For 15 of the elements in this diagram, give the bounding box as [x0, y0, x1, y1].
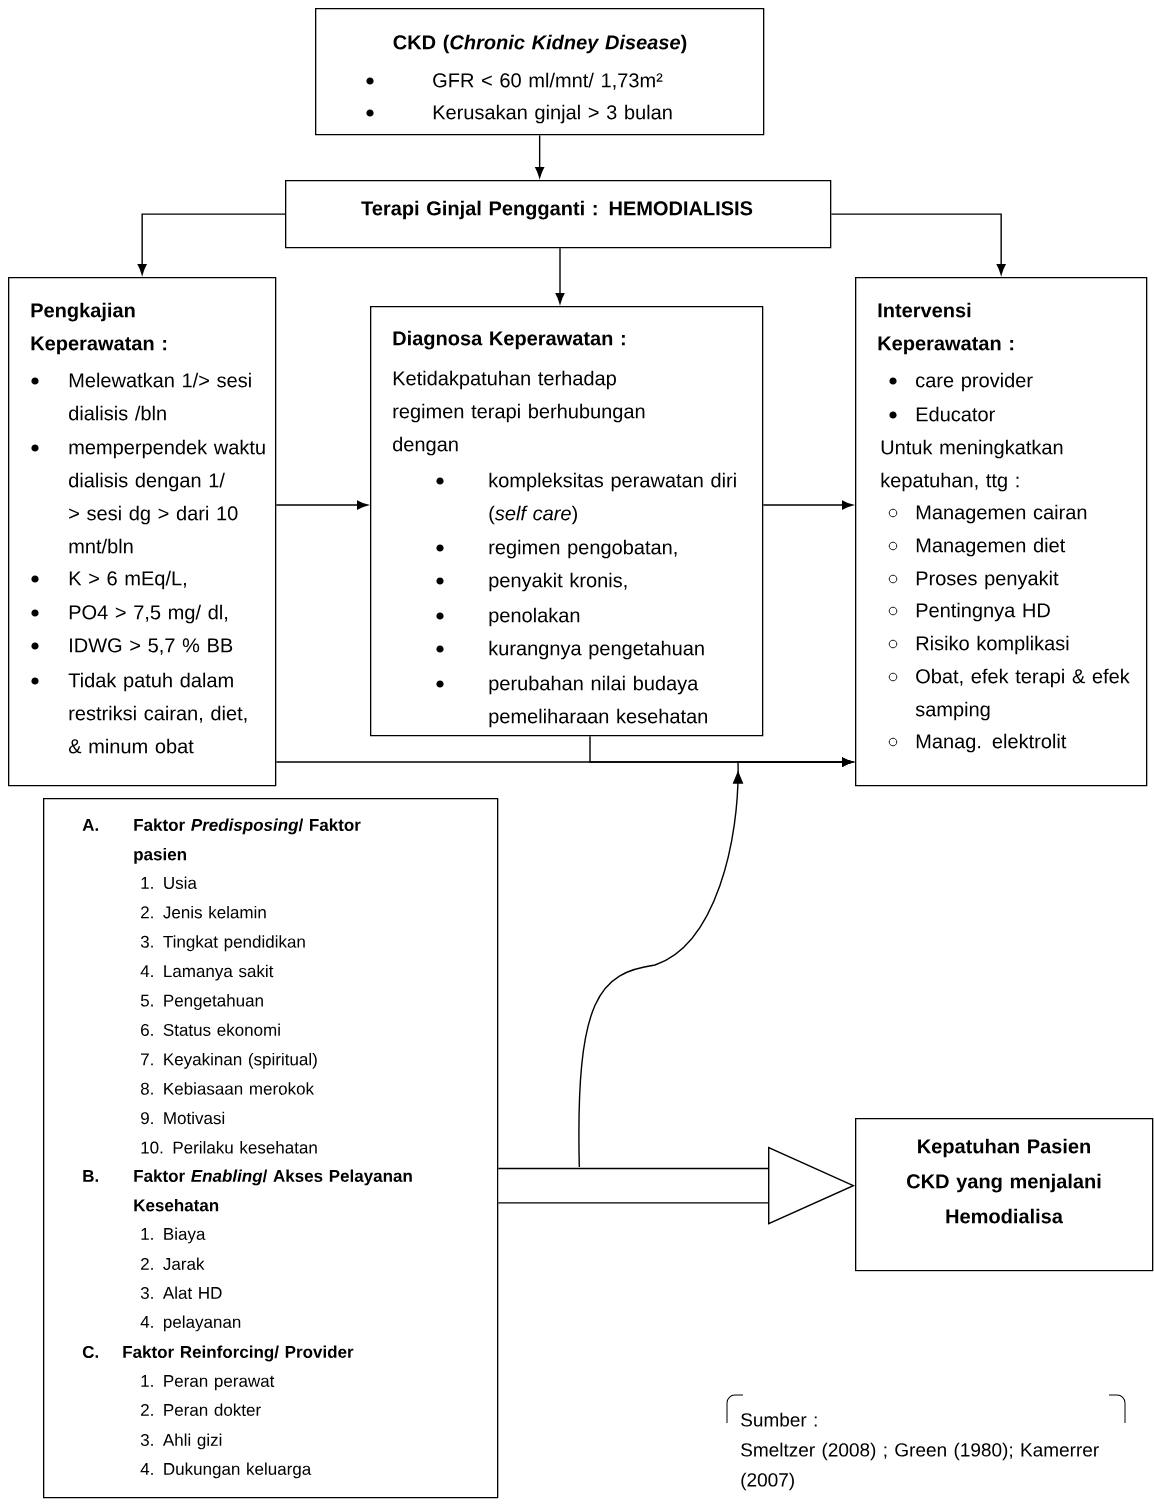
arrow	[555, 247, 565, 304]
arrow	[137, 213, 286, 275]
curved-arrow	[578, 757, 853, 1168]
arrow	[762, 500, 853, 510]
process-box: Terapi Ginjal Pengganti : HEMODIALISIS	[285, 180, 832, 249]
factor-box: A. Faktor Predisposing/ Faktor pasien 1. Usia 2. Jenis kelamin 3. Tingkat pendidikan 4. Lamanya sakit 5. Pengetahuan 6. Status ekonomi 7. Keyakinan (spiritual) 8. Kebiasaan merokok 9. Motivasi 10. Perilaku kesehatan B. Faktor Enabling/ Akses Pelayanan Kesehatan 1. Biaya 2. Jarak 3. Alat HD 4. pelayanan C. Faktor Reinforcing/ Provider 1. Peran perawat 2. Peran dokter 3. Ahli gizi 4. Dukungan keluarga	[43, 798, 499, 1499]
source-note: Sumber : Smeltzer (2008) ; Green (1980); Kamerrer (2007)	[726, 1394, 1126, 1491]
arrow	[830, 213, 1006, 275]
definition-box: CKD (Chronic Kidney Disease) GFR < 60 ml/mnt/ 1,73m² Kerusakan ginjal > 3 bulan	[315, 8, 765, 136]
arrow	[275, 500, 368, 510]
intervention-box: Intervensi Keperawatan : care provider Educator Untuk meningkatkan kepatuhan, ttg : Managemen cairan Managemen diet Proses penyakit Pentingnya HD Risiko komplikasi Obat, efek terapi & efek samping Manag. elektrolit	[855, 277, 1148, 787]
assessment-box: Pengkajian Keperawatan : Melewatkan 1/> sesi dialisis /bln memperpendek waktu dialisis dengan 1/ > sesi dg > dari 10 mnt/bln K > 6 mEq/L, PO4 > 7,5 mg/ dl, IDWG > 5,7 % BB Tidak patuh dalam restriksi cairan, diet, & minum obat	[8, 277, 277, 787]
arrow	[535, 134, 545, 178]
outcome-box: Kepatuhan Pasien CKD yang menjalani Hemodialisa	[855, 1118, 1154, 1272]
diagnosis-box: Diagnosa Keperawatan : Ketidakpatuhan terhadap regimen terapi berhubungan dengan kompleksitas perawatan diri (self care) regimen pengobatan, penyakit kronis, penolakan kurangnya pengetahuan perubahan nilai budaya pemeliharaan kesehatan	[370, 306, 764, 737]
